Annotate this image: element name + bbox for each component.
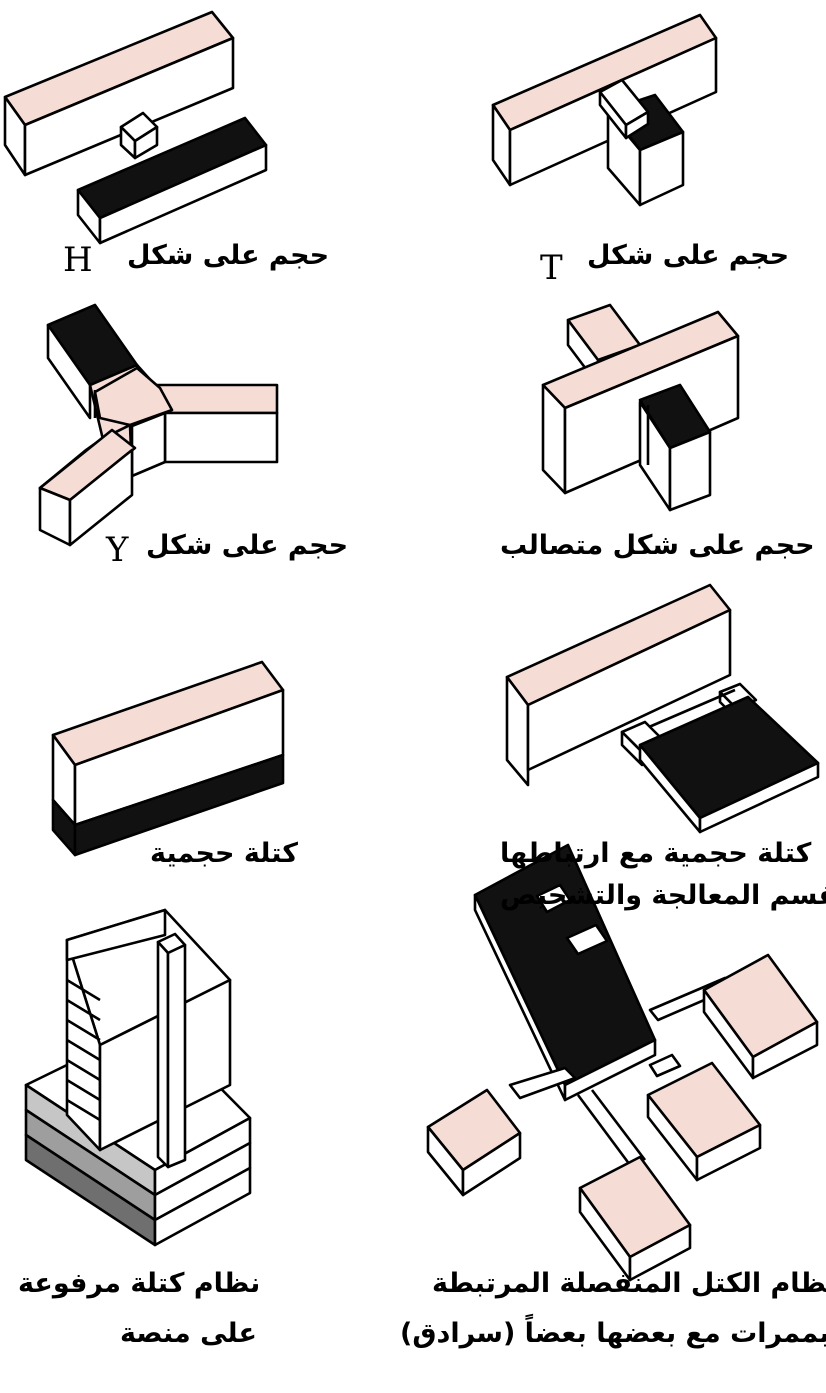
caption-pavilion-1: نظام الكتل المنفصلة المرتبطة: [432, 1268, 826, 1299]
block-volume: [51, 660, 285, 857]
h-shape-volume: [3, 10, 268, 245]
caption-y-shape: حجم على شكل: [146, 530, 349, 561]
caption-podium-2: على منصة: [120, 1318, 257, 1349]
caption-t-letter: T: [540, 248, 563, 288]
caption-podium-1: نظام كتلة مرفوعة: [18, 1268, 261, 1299]
caption-h-shape: حجم على شكل: [127, 240, 330, 271]
caption-h-letter: H: [63, 240, 93, 280]
block-with-diagnostics-volume: [505, 583, 820, 834]
caption-pavilion-2: بممرات مع بعضها بعضاً (سرادق): [400, 1318, 826, 1349]
caption-block: كتلة حجمية: [150, 838, 298, 869]
t-shape-volume: [491, 13, 718, 207]
caption-t-shape: حجم على شكل: [587, 240, 790, 271]
pavilion-volume: [426, 843, 819, 1282]
caption-cross-shape: حجم على شكل متصالب: [500, 530, 815, 561]
caption-y-letter: Y: [106, 530, 129, 570]
caption-block-diag-2: بقسم المعالجة والتشحيص: [500, 880, 826, 911]
caption-block-diag-1: كتلة حجمية مع ارتباطها: [500, 838, 812, 869]
podium-volume: [24, 908, 252, 1247]
y-shape-volume: [38, 303, 279, 547]
cross-shape-volume: [541, 303, 740, 512]
